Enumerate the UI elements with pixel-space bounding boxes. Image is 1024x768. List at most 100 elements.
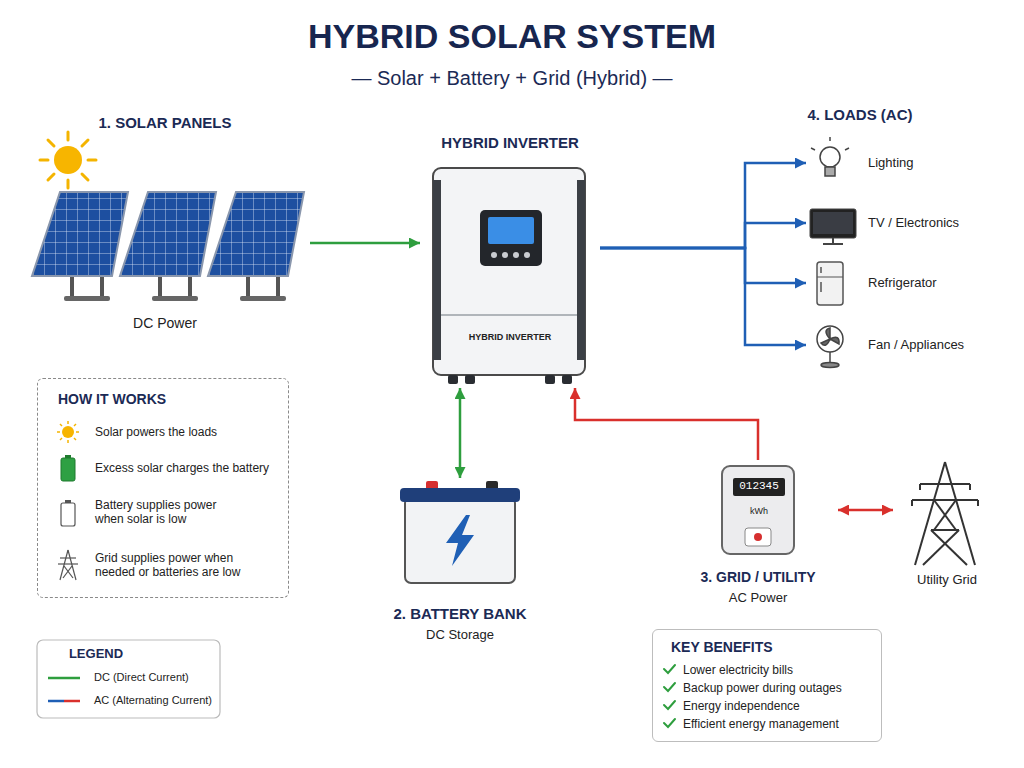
inverter-device	[491, 252, 497, 258]
inverter-device	[488, 217, 534, 244]
sun-icon	[48, 140, 54, 146]
bulb-icon	[811, 137, 849, 176]
fan-icon	[821, 363, 839, 368]
meter-icon	[722, 466, 794, 554]
legend-box	[37, 640, 220, 718]
node-text: Fan / Appliances	[868, 337, 978, 353]
bulb-icon	[829, 137, 831, 141]
tower-icon	[945, 462, 975, 565]
fan-icon	[829, 352, 831, 363]
meter-icon	[733, 478, 785, 496]
battery-icon	[405, 497, 515, 583]
panel-stand	[70, 276, 74, 298]
tower-icon	[934, 500, 956, 530]
node-heading: 2. BATTERY BANK	[385, 605, 535, 623]
inverter-device	[448, 375, 458, 384]
solar-panel	[120, 192, 216, 276]
inverter-device	[480, 210, 542, 266]
battery-empty-icon	[61, 503, 75, 526]
sun-icon	[67, 421, 69, 424]
node-text: kWh	[733, 506, 785, 517]
legend-heading: LEGEND	[56, 646, 136, 662]
connector	[575, 388, 758, 460]
tower-icon	[977, 500, 979, 506]
node-text: Excess solar charges the battery	[95, 461, 280, 475]
panel-stand	[188, 276, 192, 298]
tv-icon	[823, 243, 843, 245]
solar-panels: 1. SOLAR PANELSDC Power	[20, 110, 310, 338]
connector	[838, 509, 893, 512]
check-mark	[664, 665, 675, 727]
hybrid-inverter: HYBRID INVERTERHYBRID INVERTER	[420, 128, 600, 388]
tower-small-icon	[63, 566, 72, 578]
sun-icon	[88, 159, 96, 162]
battery-icon	[400, 481, 520, 583]
node-text: Battery supplies power when solar is low	[95, 498, 235, 527]
solar-panel	[32, 192, 304, 276]
fan-icon	[817, 326, 843, 352]
node-heading: HYBRID INVERTER	[420, 134, 600, 152]
tower-icon	[920, 483, 970, 485]
sun-icon	[74, 424, 76, 426]
sun-icon	[54, 146, 82, 174]
panel-feet	[64, 296, 286, 301]
section-heading: 4. LOADS (AC)	[770, 106, 950, 124]
sun-icon	[40, 159, 48, 162]
tower-small-icon	[64, 566, 73, 578]
inverter-device	[502, 252, 508, 258]
inverter-device	[562, 375, 572, 384]
sun-icon	[76, 431, 79, 433]
node-text: Utility Grid	[893, 572, 1001, 588]
tower-icon	[911, 500, 913, 506]
load-item: Lighting	[806, 143, 978, 183]
tv-icon	[813, 212, 853, 234]
sun-icon	[74, 438, 76, 440]
sun-icon	[40, 132, 96, 188]
load-item: TV / Electronics	[806, 203, 978, 243]
panel-stand	[276, 276, 280, 298]
inverter-device	[465, 375, 475, 384]
fan-icon	[821, 328, 839, 345]
key-benefits-box: KEY BENEFITSLower electricity billsBacku…	[652, 629, 882, 742]
node-text: Grid supplies power when needed or batte…	[95, 551, 260, 580]
inverter-device	[545, 375, 555, 384]
inverter-device	[433, 180, 441, 360]
fridge-icon	[817, 262, 843, 305]
node-text: Backup power during outages	[683, 681, 873, 695]
tower-icon	[919, 484, 921, 490]
tower-icon	[931, 530, 967, 565]
node-text: DC Storage	[385, 627, 535, 643]
battery-icon	[446, 515, 474, 566]
legend-box	[37, 640, 220, 718]
node-text: Solar powers the loads	[95, 425, 280, 439]
node-heading: HOW IT WORKS	[58, 391, 258, 408]
connector	[459, 388, 462, 478]
grid-meter: 012345kWh3. GRID / UTILITYAC Power	[678, 460, 838, 608]
battery-icon	[400, 488, 520, 502]
node-text: TV / Electronics	[868, 215, 978, 231]
inverter-device	[577, 180, 585, 360]
sun-icon	[67, 180, 70, 188]
legend-entry: DC (Direct Current)	[94, 671, 189, 684]
panel-stand	[72, 276, 278, 298]
connector	[600, 248, 806, 283]
node-heading: 1. SOLAR PANELS	[20, 114, 310, 132]
inverter-device	[513, 252, 519, 258]
panel-stand	[246, 276, 250, 298]
inverter-device	[433, 168, 585, 375]
legend-box	[48, 700, 64, 703]
node-heading: KEY BENEFITS	[671, 639, 871, 656]
tower-icon	[912, 462, 978, 565]
connector	[310, 242, 420, 245]
tower-small-icon	[60, 550, 68, 580]
solar-panel-array	[32, 192, 304, 301]
tower-icon	[915, 462, 945, 565]
tower-icon	[923, 530, 959, 565]
panel-stand	[158, 276, 162, 298]
tower-icon	[969, 484, 971, 490]
solar-panel	[208, 192, 304, 276]
panel-feet	[152, 296, 198, 301]
sun-icon	[57, 431, 60, 433]
sun-icon	[62, 426, 74, 438]
